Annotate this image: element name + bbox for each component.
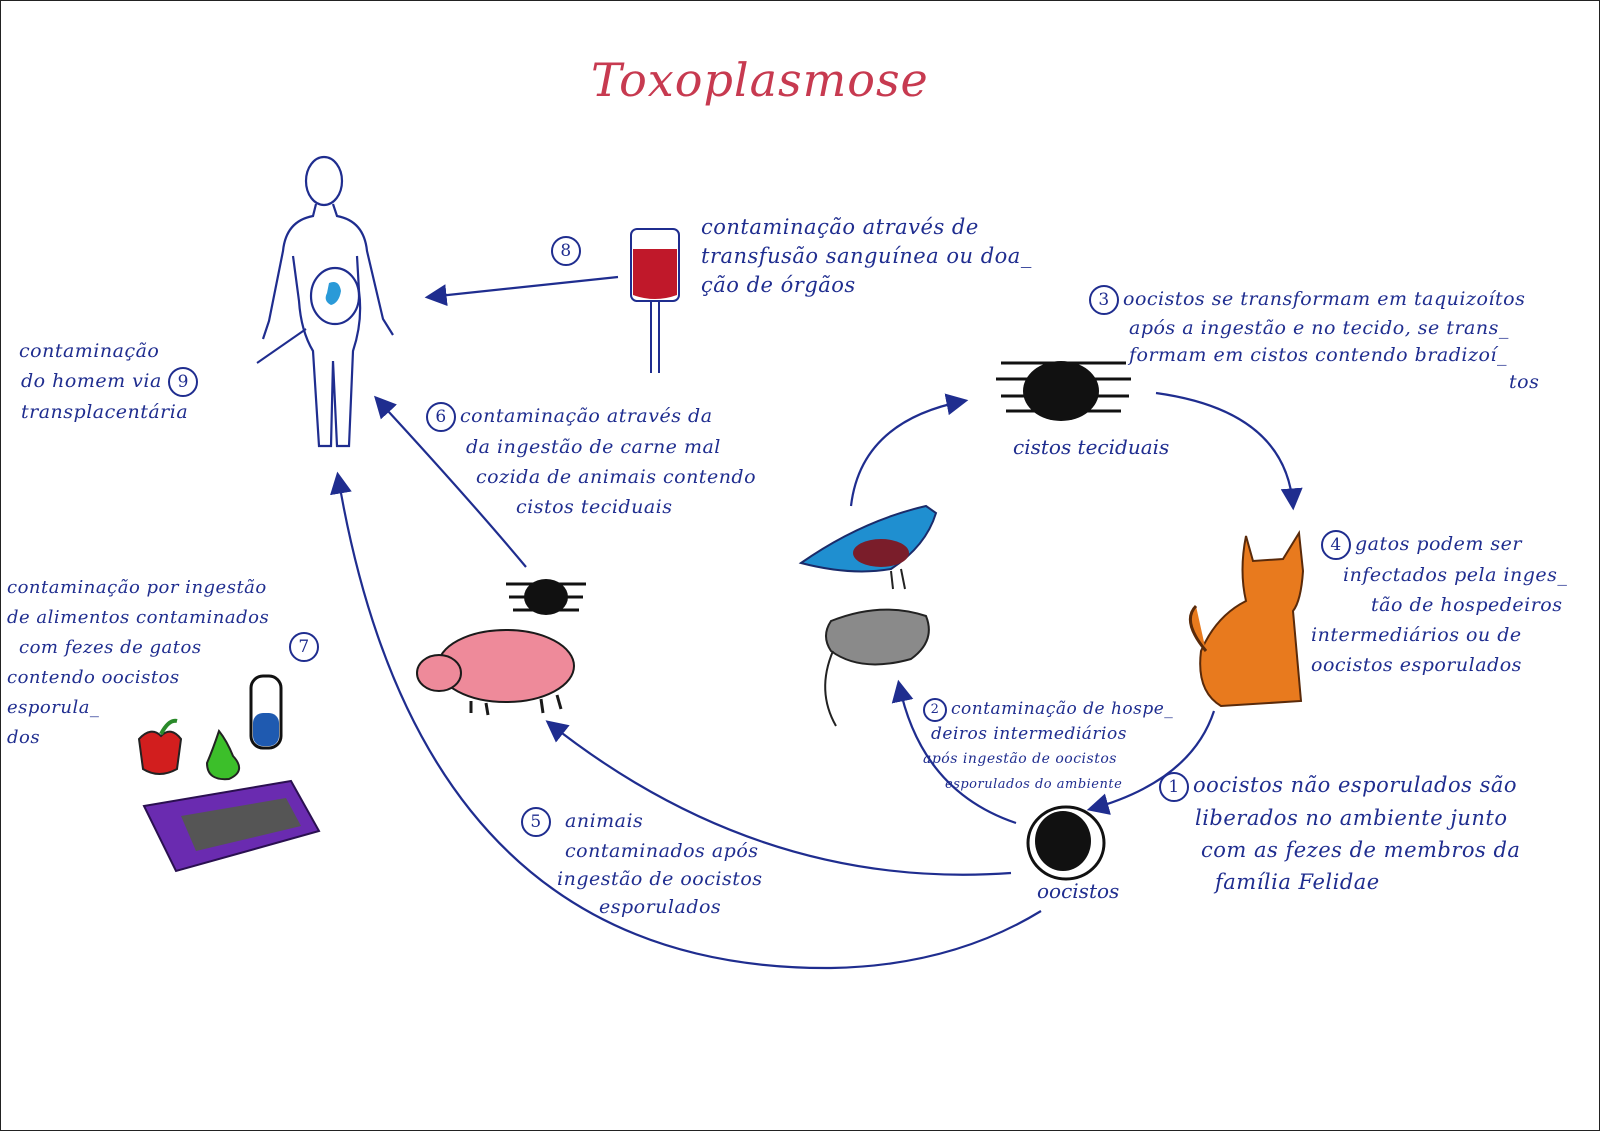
arrow-oocysts-to-pig xyxy=(545,720,1012,876)
cat-icon xyxy=(1188,529,1305,708)
step-9-text: contaminação do homem via 9 transplacent… xyxy=(1,336,202,427)
line-transplacental xyxy=(256,328,307,364)
pregnant-woman-figure xyxy=(261,155,394,448)
pig-tissue-cyst-icon xyxy=(506,579,586,615)
pear-icon xyxy=(205,728,240,781)
arrow-hosts-to-tissue-cysts xyxy=(849,393,969,507)
litter-box-icon xyxy=(142,779,321,873)
step-7-badge: 7 xyxy=(289,631,323,662)
oocyst-icon xyxy=(1026,805,1106,881)
arrow-oocysts-to-human xyxy=(330,471,1042,970)
arrow-oocysts-to-hosts xyxy=(891,679,1017,825)
apple-icon xyxy=(137,718,183,775)
water-glass-icon xyxy=(249,674,283,750)
blood-bag-icon xyxy=(630,228,680,373)
arrow-transfusion-to-human xyxy=(424,275,619,307)
diagram-title: Toxoplasmose xyxy=(591,53,929,107)
step-8-badge: 8 xyxy=(551,235,585,266)
arrow-pig-to-human xyxy=(374,395,527,568)
arrow-tissue-cysts-to-cat xyxy=(1155,391,1303,511)
fetus-icon xyxy=(325,282,341,305)
step-7-text: contaminação por ingestão de alimentos c… xyxy=(7,577,270,748)
pig-icon xyxy=(416,629,575,716)
tissue-cysts-label: cistos teciduais xyxy=(1013,435,1170,459)
rat-icon xyxy=(824,608,930,727)
tissue-cyst-icon xyxy=(996,361,1131,421)
arrow-cat-to-oocysts xyxy=(1086,710,1216,815)
oocysts-label: oocistos xyxy=(1037,879,1120,903)
bird-icon xyxy=(798,504,938,590)
step-8-text: contaminação através de transfusão sangu… xyxy=(701,215,1032,297)
